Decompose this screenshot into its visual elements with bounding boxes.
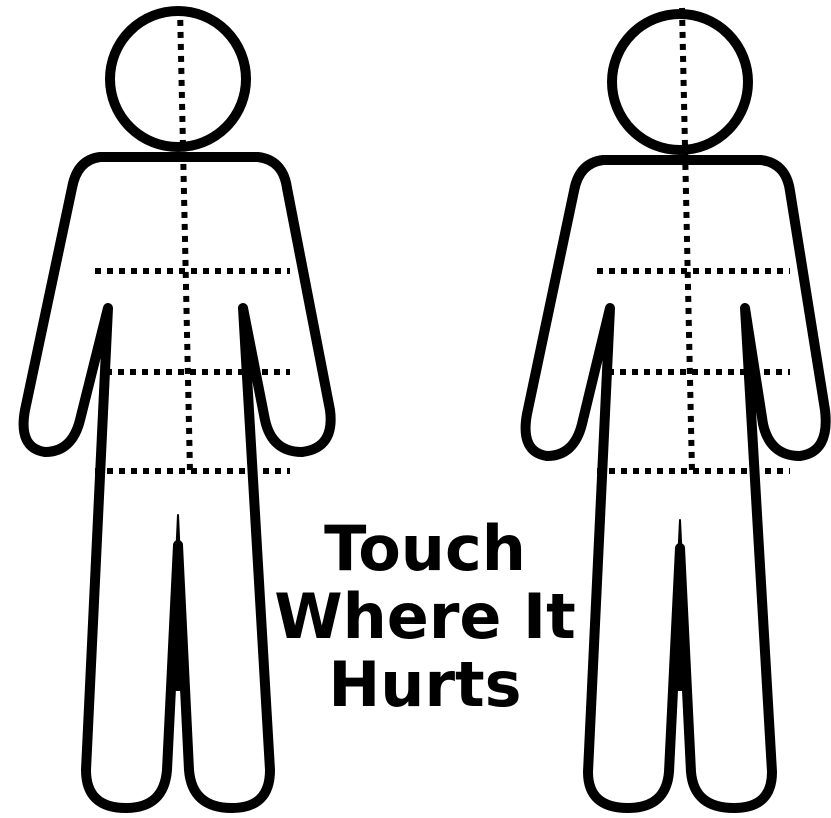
caption-title: Touch Where It Hurts [270,515,580,719]
caption-line-2: Where It [270,583,580,651]
caption-line-3: Hurts [270,651,580,719]
left-figure-head[interactable] [110,11,246,147]
caption-line-1: Touch [270,515,580,583]
